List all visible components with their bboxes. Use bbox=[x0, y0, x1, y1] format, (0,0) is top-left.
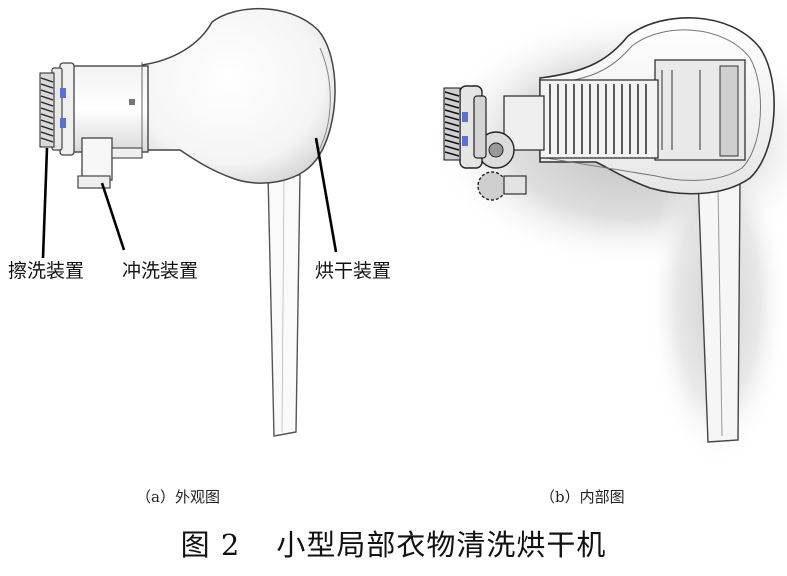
figure-number: 图 2 bbox=[180, 528, 241, 562]
subcaption-a: （a）外观图 bbox=[136, 488, 220, 506]
scrub-leader-line bbox=[41, 147, 49, 259]
figure-caption: 图 2 小型局部衣物清洗烘干机 bbox=[0, 522, 787, 564]
dry-leader-line bbox=[314, 137, 338, 253]
exterior-drawing bbox=[39, 8, 338, 437]
scrub-device-label: 擦洗装置 bbox=[8, 260, 85, 282]
flush-device-label: 冲洗装置 bbox=[122, 260, 199, 282]
figure-title: 小型局部衣物清洗烘干机 bbox=[276, 528, 607, 562]
dry-device-label: 烘干装置 bbox=[315, 260, 392, 282]
flush-leader-line bbox=[100, 182, 126, 251]
subcaption-b: （b）内部图 bbox=[540, 488, 625, 506]
interior-view-panel bbox=[400, 0, 787, 470]
interior-drawing bbox=[430, 10, 787, 470]
exterior-view-panel: 擦洗装置 冲洗装置 烘干装置 bbox=[0, 0, 400, 470]
